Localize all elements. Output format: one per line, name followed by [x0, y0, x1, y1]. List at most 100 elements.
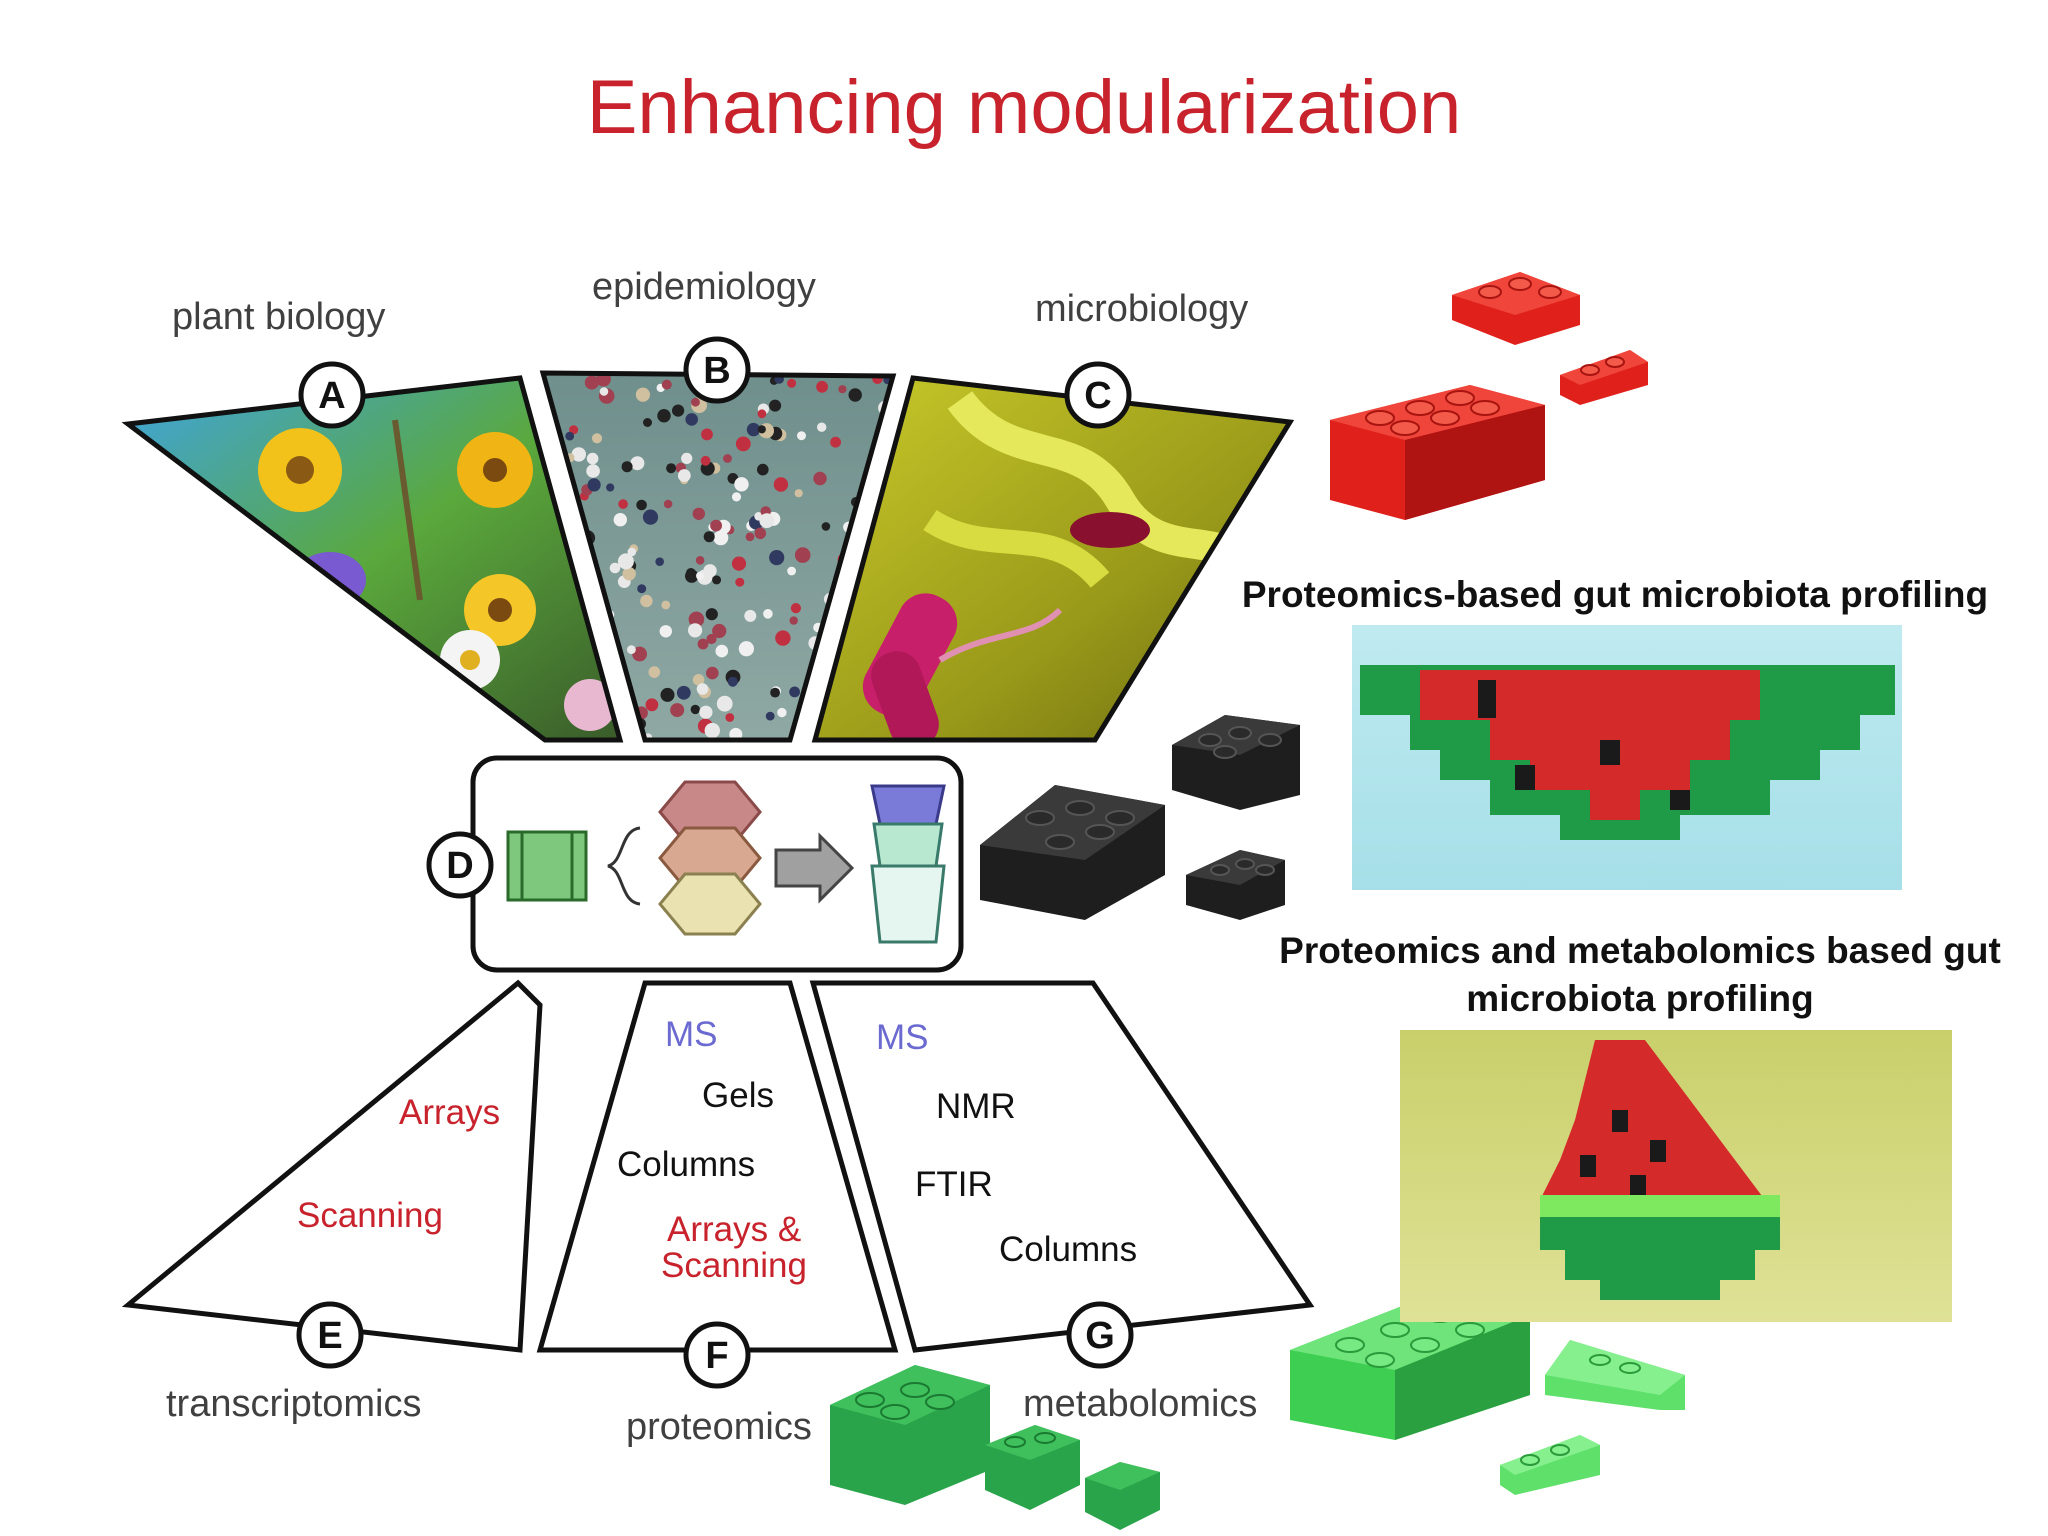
crowd-person — [681, 452, 693, 464]
crowd-person — [735, 577, 745, 587]
marker-b: B — [683, 336, 751, 404]
crowd-person — [813, 471, 827, 486]
crowd-person — [688, 623, 703, 638]
cell-dark-pocket — [1070, 512, 1150, 548]
crowd-person — [699, 705, 713, 719]
crowd-person — [769, 550, 785, 566]
tech-e-arrays: Arrays — [399, 1093, 501, 1132]
svg-text:D: D — [446, 845, 473, 887]
label-plant-biology: plant biology — [172, 296, 386, 338]
crowd-person — [821, 522, 831, 531]
crowd-person — [636, 499, 647, 511]
lightgreen-brick-medium — [1545, 1340, 1685, 1410]
crowd-person — [704, 722, 720, 739]
crowd-person — [787, 378, 797, 388]
crowd-person — [703, 564, 717, 578]
crowd-person — [635, 387, 651, 402]
flower-yellow-1 — [258, 428, 342, 512]
crowd-person — [731, 556, 747, 571]
crowd-person — [661, 379, 672, 390]
lightgreen-brick-small — [1500, 1435, 1600, 1495]
crowd-person — [571, 447, 586, 462]
crowd-person — [817, 422, 827, 432]
crowd-person — [692, 674, 705, 686]
arrow-right-icon — [774, 832, 855, 904]
crowd-person — [670, 703, 685, 718]
flower-yellow-2 — [457, 432, 533, 508]
crowd-person — [757, 409, 767, 419]
panel-c-image — [811, 375, 1295, 743]
green-brick-small — [1085, 1462, 1160, 1530]
label-transcriptomics: transcriptomics — [166, 1383, 422, 1425]
crowd-person — [645, 698, 659, 712]
crowd-person — [794, 489, 803, 498]
crowd-person — [627, 547, 637, 557]
crowd-person — [745, 532, 755, 542]
crowd-person — [777, 707, 787, 718]
crowd-person — [790, 603, 802, 614]
crowd-person — [621, 461, 633, 473]
marker-e: E — [296, 1301, 364, 1369]
crowd-person — [769, 399, 782, 412]
crowd-person — [630, 456, 645, 471]
tech-f-gels: Gels — [702, 1076, 774, 1115]
caption-proteomics-profiling: Proteomics-based gut microbiota profilin… — [1241, 574, 1989, 615]
crowd-person — [746, 422, 761, 437]
crowd-person — [710, 519, 722, 532]
svg-text:E: E — [317, 1315, 342, 1357]
crowd-person — [759, 513, 775, 529]
svg-text:G: G — [1085, 1315, 1115, 1357]
crowd-person — [695, 556, 705, 565]
crowd-person — [701, 428, 713, 441]
crowd-person — [586, 452, 599, 465]
input-block — [506, 830, 588, 902]
crowd-person — [660, 687, 675, 702]
crowd-person — [609, 562, 621, 574]
crowd-person — [757, 463, 769, 476]
crowd-person — [830, 436, 841, 448]
crowd-person — [797, 431, 806, 441]
crowd-person — [666, 463, 677, 474]
crowd-person — [685, 413, 698, 426]
caption-multiomics-line2: microbiota profiling — [1466, 978, 1814, 1019]
red-brick-small — [1560, 350, 1648, 405]
crowd-person — [841, 577, 852, 589]
crowd-person — [700, 455, 711, 466]
crowd-person — [648, 666, 661, 678]
hexagon-3 — [658, 872, 762, 936]
panel-e-frame — [121, 979, 543, 1353]
crowd-person — [584, 375, 599, 390]
panel-b-image — [539, 370, 897, 743]
black-brick-medium — [1172, 715, 1300, 810]
panel-a-image — [121, 375, 624, 743]
crowd-person — [690, 704, 700, 715]
crowd-person — [688, 611, 705, 628]
lego-watermelon-photo-1 — [1352, 625, 1902, 890]
crowd-people — [543, 373, 893, 740]
crowd-person — [794, 547, 811, 563]
crowd-person — [816, 380, 828, 393]
bacterium-2 — [871, 651, 939, 740]
brace-icon — [607, 826, 641, 906]
crowd-person — [757, 425, 766, 434]
crowd-person — [565, 431, 575, 441]
crowd-person — [697, 638, 709, 650]
crowd-person — [586, 464, 600, 478]
marker-d: D — [426, 831, 494, 899]
crowd-person — [773, 477, 789, 492]
crowd-person — [642, 509, 659, 525]
marker-f: F — [683, 1321, 751, 1389]
crowd-person — [706, 666, 719, 680]
crowd-person — [676, 685, 691, 700]
crowd-person — [706, 633, 717, 645]
crowd-person — [618, 499, 628, 509]
crowd-person — [591, 433, 603, 444]
lego-watermelon-photo-2 — [1400, 1030, 1952, 1322]
label-epidemiology: epidemiology — [592, 266, 816, 308]
tech-f-ms: MS — [665, 1015, 718, 1054]
tech-f-arrays: Arrays & — [667, 1210, 802, 1249]
output-layer-3 — [870, 864, 946, 944]
caption-multiomics-line1: Proteomics and metabolomics based gut — [1279, 930, 2001, 971]
crowd-person — [787, 566, 796, 576]
